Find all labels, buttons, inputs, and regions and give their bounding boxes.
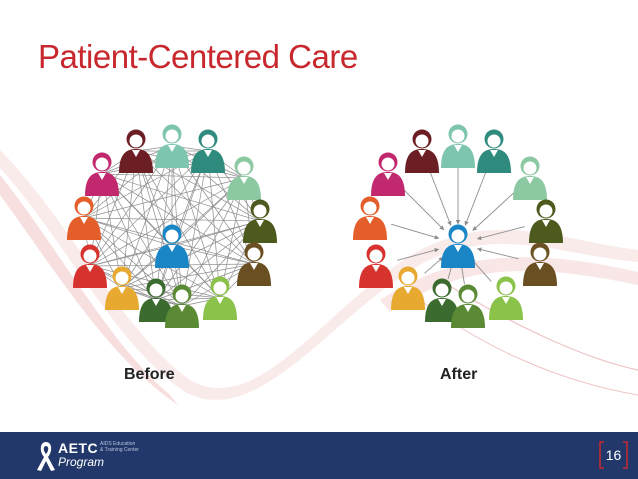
before-link [101, 173, 255, 265]
before-person [85, 152, 119, 196]
before-link [83, 217, 261, 222]
before-person [119, 129, 153, 173]
before-person [227, 156, 261, 200]
after-arrow [390, 223, 440, 240]
after-caption: After [440, 366, 478, 383]
before-link [121, 150, 137, 289]
after-arrow [472, 192, 515, 231]
before-link [89, 177, 245, 267]
before-person [73, 244, 107, 288]
after-person [513, 156, 547, 200]
before-center-patient [155, 224, 189, 268]
before-link [181, 150, 209, 307]
page-number: 16 [605, 447, 622, 463]
before-person [243, 199, 277, 243]
before-person [67, 196, 101, 240]
after-arrow [429, 171, 452, 226]
before-caption: Before [124, 366, 175, 383]
before-link [155, 150, 209, 301]
before-link [121, 287, 221, 299]
after-person [425, 278, 459, 322]
before-link [83, 177, 245, 219]
ribbon-icon [37, 442, 55, 471]
after-person [477, 129, 511, 173]
before-person [165, 284, 199, 328]
before-link [101, 173, 261, 222]
aetc-logo: AETC Program AIDS Education & Training C… [34, 437, 154, 475]
after-arrow [476, 226, 525, 241]
after-cluster [353, 124, 563, 328]
before-link [89, 220, 261, 267]
before-link [207, 150, 221, 299]
after-person [523, 242, 557, 286]
before-person [105, 266, 139, 310]
before-person [203, 276, 237, 320]
before-person [191, 129, 225, 173]
before-person [155, 124, 189, 168]
before-person [237, 242, 271, 286]
before-link [135, 150, 245, 179]
after-person [451, 284, 485, 328]
before-link [135, 150, 157, 301]
after-arrow [403, 189, 445, 231]
after-arrow [397, 248, 440, 261]
footer-bar: AETC Program AIDS Education & Training C… [0, 432, 638, 479]
after-person [489, 276, 523, 320]
after-person [529, 199, 563, 243]
after-person [441, 124, 475, 168]
page-number-box: 16 [598, 440, 629, 470]
after-person [391, 266, 425, 310]
care-diagram [67, 124, 563, 328]
after-person [405, 129, 439, 173]
after-person [353, 196, 387, 240]
after-person [359, 244, 393, 288]
before-person [139, 278, 173, 322]
after-person [371, 152, 405, 196]
after-center-patient [441, 224, 475, 268]
slide-title: Patient-Centered Care [38, 38, 358, 75]
after-arrow [424, 256, 444, 274]
before-cluster [67, 124, 277, 328]
before-link [83, 217, 173, 247]
before-link [121, 220, 261, 289]
before-link [171, 220, 261, 247]
logo-small-text: AIDS Education & Training Center [100, 441, 139, 453]
before-link [89, 245, 173, 267]
after-arrow [464, 171, 487, 226]
before-link [121, 177, 245, 289]
logo-sub: Program [58, 455, 105, 469]
after-arrow [476, 247, 519, 260]
before-link [121, 145, 173, 289]
logo-name: AETC [58, 440, 99, 456]
before-link [171, 245, 255, 265]
before-link [101, 173, 245, 179]
before-link [121, 263, 255, 289]
